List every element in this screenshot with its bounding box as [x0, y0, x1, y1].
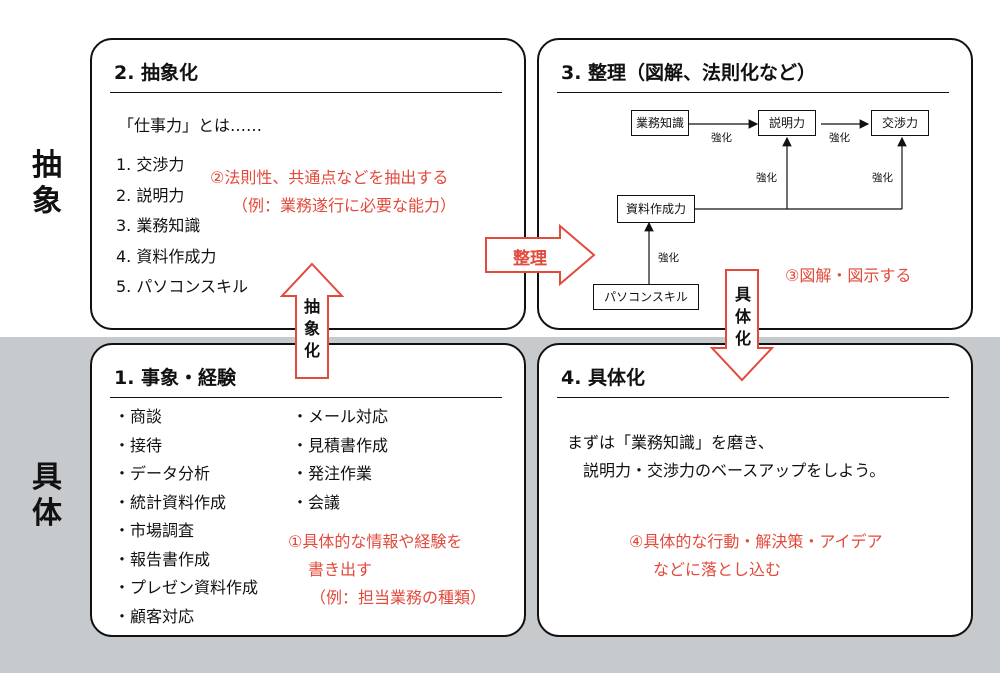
list-item: 4. 資料作成力	[116, 246, 217, 266]
organize-note: ③図解・図示する	[785, 266, 912, 285]
list-item: ・メール対応	[292, 407, 389, 426]
concrete-label-char-1: 具	[32, 460, 62, 495]
abstraction-box: 2. 抽象化 「仕事力」とは…… 1. 交渉力 2. 説明力 3. 業務知識 4…	[90, 38, 526, 330]
node-setsumei: 説明力	[758, 110, 816, 136]
list-item: ・報告書作成	[114, 549, 211, 569]
edge-label-2: 強化	[829, 132, 850, 144]
list-item: 3. 業務知識	[116, 216, 201, 235]
list-item: ・見積書作成	[292, 435, 389, 455]
events-note-1: ①具体的な情報や経験を	[288, 532, 463, 551]
concretize-note-2: などに落とし込む	[653, 560, 782, 579]
list-item: ・会議	[292, 492, 341, 512]
organize-title: 3. 整理（図解、法則化など）	[561, 62, 817, 84]
node-gyomu: 業務知識	[631, 110, 689, 136]
edge-label-1: 強化	[711, 132, 732, 144]
list-item: ・プレゼン資料作成	[114, 578, 259, 597]
organize-title-rule	[557, 92, 949, 93]
abstraction-note-1: ②法則性、共通点などを抽出する	[210, 168, 449, 187]
list-item: ・商談	[114, 407, 163, 426]
abstract-side-label: 抽 象	[22, 148, 72, 220]
events-note-3: （例：担当業務の種類）	[310, 588, 487, 607]
abstraction-intro: 「仕事力」とは……	[118, 116, 263, 135]
abstraction-arrow-label: 抽象化	[303, 297, 320, 360]
concretize-line-2: 説明力・交渉力のベースアップをしよう。	[583, 461, 886, 480]
events-title-rule	[110, 397, 502, 398]
abstraction-list: 1. 交渉力 2. 説明力 3. 業務知識 4. 資料作成力 5. パソコンスキ…	[116, 150, 248, 303]
abstraction-up-arrow	[280, 262, 344, 379]
events-box: 1. 事象・経験 ・商談 ・接待 ・データ分析 ・統計資料作成 ・市場調査 ・報…	[90, 343, 526, 637]
node-shiryo: 資料作成力	[617, 195, 695, 223]
list-item: ・顧客対応	[114, 606, 195, 626]
node-pc: パソコンスキル	[593, 284, 699, 310]
abstraction-title-rule	[110, 92, 502, 93]
list-item: 1. 交渉力	[116, 155, 185, 174]
concrete-label-char-2: 体	[32, 496, 62, 531]
events-list-col2: ・メール対応 ・見積書作成 ・発注作業 ・会議	[292, 403, 388, 517]
list-item: ・データ分析	[114, 464, 211, 483]
concretize-title-rule	[557, 397, 949, 398]
abstraction-title: 2. 抽象化	[114, 62, 199, 84]
events-title: 1. 事象・経験	[114, 367, 237, 389]
node-kosho: 交渉力	[871, 110, 929, 136]
concretize-title: 4. 具体化	[561, 367, 646, 389]
organize-diagram-edges	[644, 119, 907, 284]
events-list-col1: ・商談 ・接待 ・データ分析 ・統計資料作成 ・市場調査 ・報告書作成 ・プレゼ…	[114, 403, 258, 631]
list-item: ・発注作業	[292, 464, 373, 483]
concretize-arrow-label: 具体化	[734, 285, 751, 348]
list-item: ・接待	[114, 435, 163, 455]
concretize-box: 4. 具体化 まずは「業務知識」を磨き、 説明力・交渉力のベースアップをしよう。…	[537, 343, 973, 637]
list-item: ・市場調査	[114, 521, 195, 540]
list-item: 5. パソコンスキル	[116, 277, 249, 296]
concretize-down-arrow	[710, 269, 774, 382]
concrete-side-label: 具 体	[22, 460, 72, 532]
organize-right-arrow	[485, 224, 596, 286]
abstraction-note-2: （例：業務遂行に必要な能力）	[232, 196, 457, 215]
edge-label-4: 強化	[872, 172, 893, 184]
abstract-label-char-2: 象	[32, 184, 62, 219]
list-item: ・統計資料作成	[114, 492, 227, 512]
list-item: 2. 説明力	[116, 185, 185, 205]
edge-label-3: 強化	[756, 172, 777, 184]
concretize-note-1: ④具体的な行動・解決策・アイデア	[629, 532, 883, 551]
organize-arrow-label: 整理	[513, 249, 547, 269]
abstract-label-char-1: 抽	[32, 148, 62, 183]
events-note-2: 書き出す	[308, 560, 373, 579]
edge-label-5: 強化	[658, 252, 679, 264]
concretize-line-1: まずは「業務知識」を磨き、	[567, 433, 774, 452]
